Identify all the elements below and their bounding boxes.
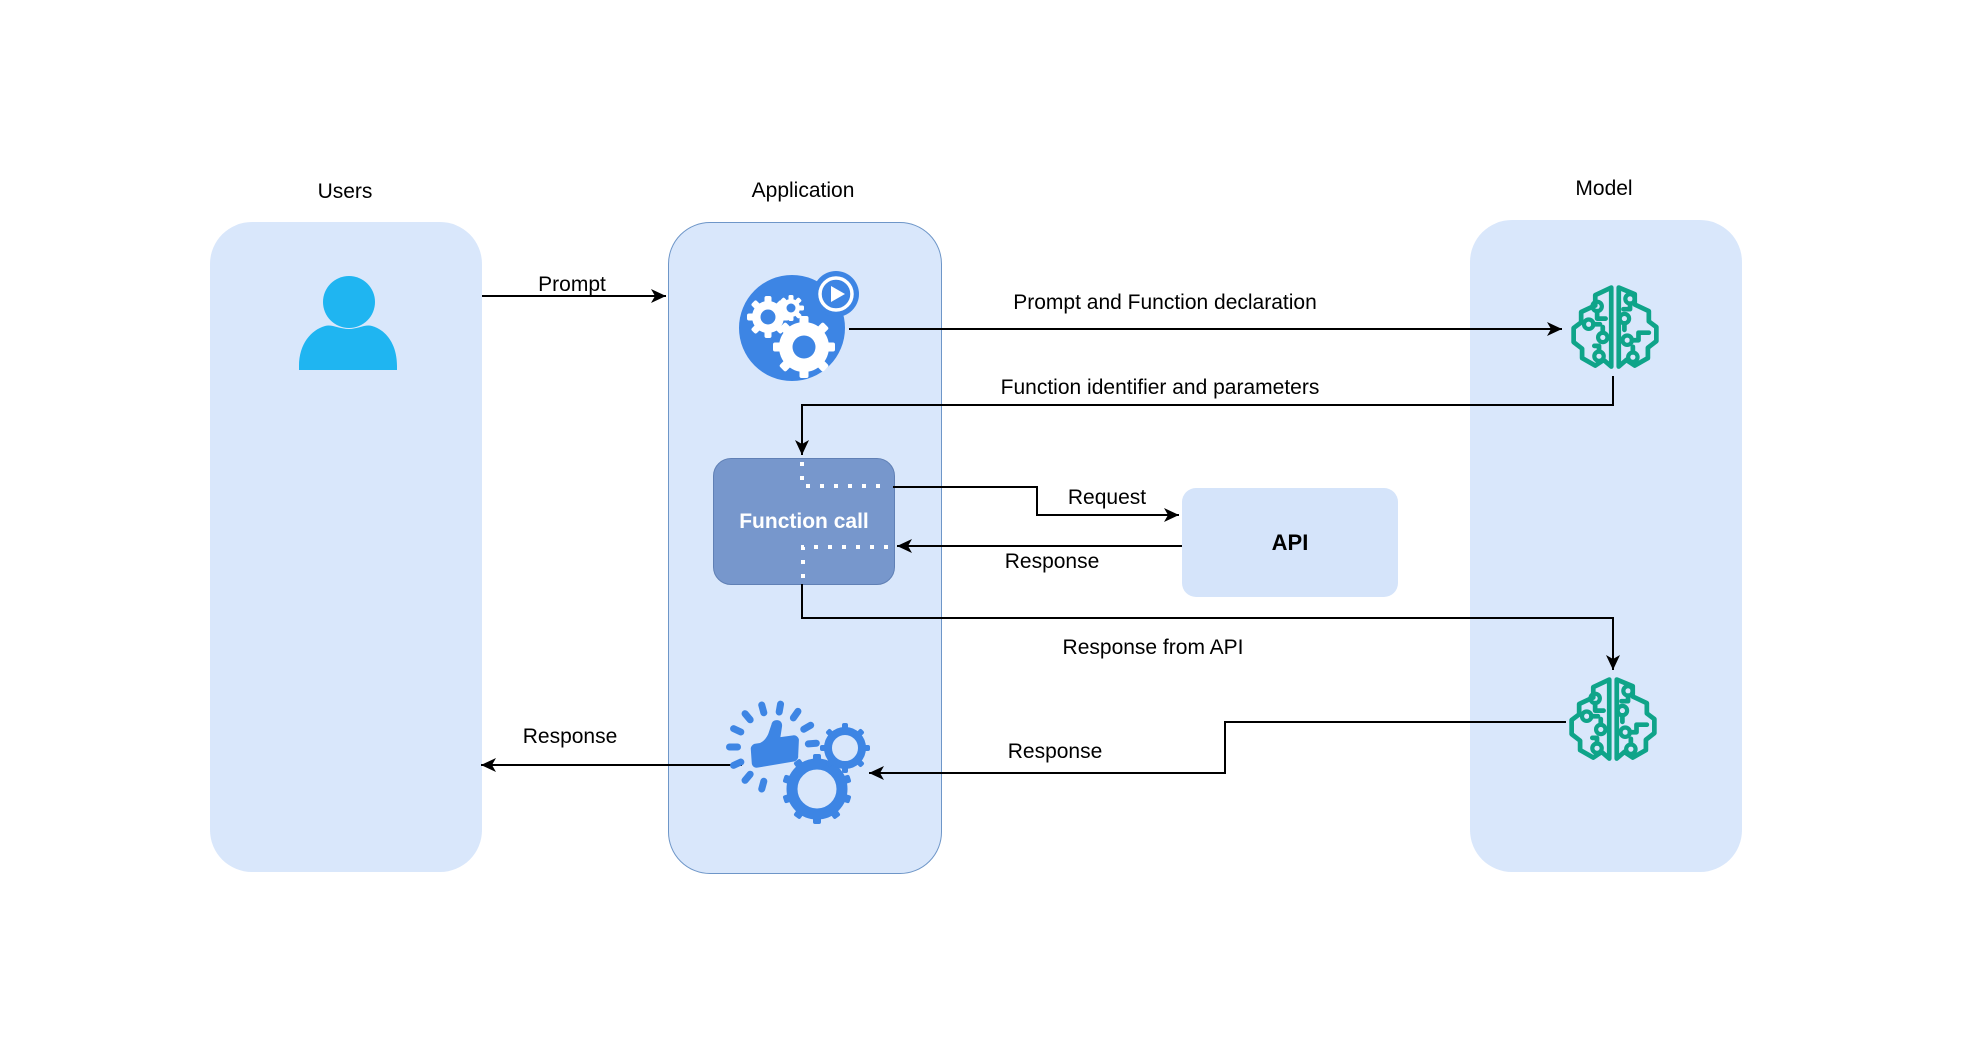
edge-label-user-response: Response [522,725,618,748]
edge-label-function-identifier-and-parameters: Function identifier and parameters [1000,376,1320,399]
application-column-label: Application [751,179,855,202]
model-box [1470,220,1742,872]
users-column-label: Users [317,180,373,203]
edge-label-prompt: Prompt [538,273,606,296]
function-call-box: Function call [713,458,895,585]
edge-label-api-response: Response [1004,550,1100,573]
api-label: API [1271,529,1309,555]
users-box [210,222,482,872]
edge-model-response [869,721,1566,780]
api-box: API [1182,488,1398,597]
edge-label-response-from-api: Response from API [1062,636,1244,659]
model-column-label: Model [1575,177,1633,200]
edge-label-request: Request [1067,486,1147,509]
function-call-label: Function call [739,509,869,533]
edge-label-model-response: Response [1007,740,1103,763]
edge-label-prompt-and-function-declaration: Prompt and Function declaration [1013,291,1317,314]
